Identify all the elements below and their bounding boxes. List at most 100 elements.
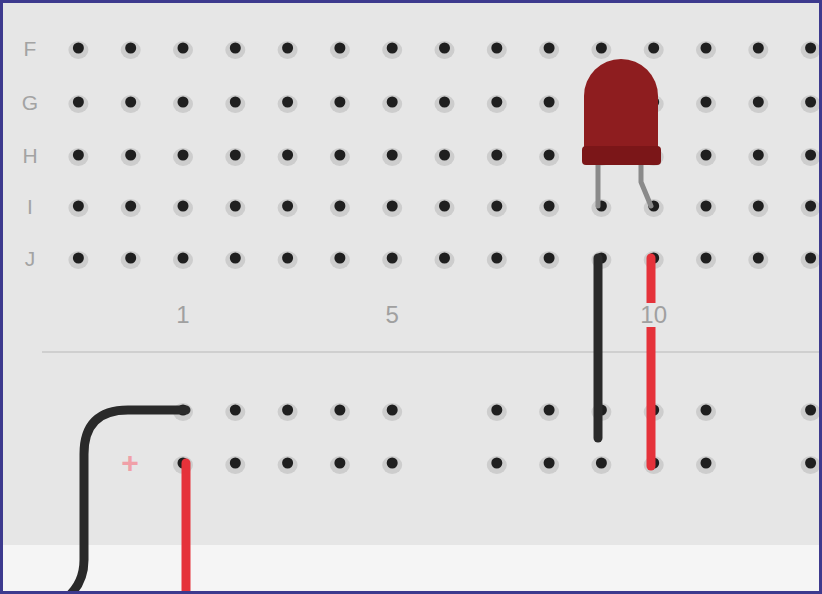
hole-shadow (330, 148, 350, 166)
hole-dot (648, 43, 659, 54)
hole-shadow (748, 95, 768, 113)
hole-shadow (68, 148, 88, 166)
row-letter: G (22, 92, 38, 113)
hole-shadow (68, 199, 88, 217)
hole-shadow (696, 199, 716, 217)
hole (278, 403, 298, 421)
hole-dot (230, 458, 241, 469)
hole-shadow (435, 251, 455, 269)
hole-dot (701, 97, 712, 108)
hole-shadow (225, 199, 245, 217)
hole-dot (544, 97, 555, 108)
hole-shadow (330, 251, 350, 269)
led-leg (596, 163, 601, 206)
hole-shadow (591, 41, 611, 59)
hole-dot (282, 201, 293, 212)
hole-dot (491, 97, 502, 108)
hole-dot (282, 43, 293, 54)
red-wire (182, 463, 191, 594)
hole-dot (544, 201, 555, 212)
hole-shadow (121, 41, 141, 59)
hole (801, 148, 821, 166)
hole (382, 456, 402, 474)
hole-shadow (435, 95, 455, 113)
hole-dot (282, 458, 293, 469)
hole-shadow (173, 199, 193, 217)
hole-dot (282, 150, 293, 161)
hole-shadow (696, 251, 716, 269)
hole (801, 251, 821, 269)
hole-shadow (225, 95, 245, 113)
column-number: 10 (638, 303, 669, 327)
hole-shadow (539, 41, 559, 59)
hole-dot (125, 201, 136, 212)
hole (487, 403, 507, 421)
hole-shadow (330, 95, 350, 113)
hole (68, 199, 88, 217)
hole-dot (230, 253, 241, 264)
hole-shadow (435, 41, 455, 59)
hole (591, 456, 611, 474)
hole (591, 41, 611, 59)
hole (173, 41, 193, 59)
hole-dot (387, 150, 398, 161)
hole (539, 251, 559, 269)
hole (225, 251, 245, 269)
hole-shadow (225, 41, 245, 59)
hole-shadow (121, 199, 141, 217)
hole (748, 41, 768, 59)
hole (435, 41, 455, 59)
hole (591, 199, 611, 217)
hole (696, 456, 716, 474)
hole-shadow (225, 456, 245, 474)
hole-dot (282, 97, 293, 108)
hole (121, 199, 141, 217)
rail-polarity-sign: + (121, 448, 139, 478)
hole (382, 95, 402, 113)
hole-dot (439, 97, 450, 108)
hole-dot (491, 43, 502, 54)
hole-dot (491, 458, 502, 469)
hole-dot (387, 201, 398, 212)
hole (539, 41, 559, 59)
hole-shadow (539, 403, 559, 421)
hole-shadow (539, 456, 559, 474)
hole-dot (230, 97, 241, 108)
row-letter: I (27, 196, 33, 217)
hole (121, 95, 141, 113)
red-wire (647, 258, 656, 466)
black-wire (64, 410, 186, 594)
hole-dot (282, 405, 293, 416)
hole (330, 456, 350, 474)
hole-dot (230, 201, 241, 212)
hole-dot (387, 43, 398, 54)
hole-shadow (278, 148, 298, 166)
hole-dot (334, 43, 345, 54)
hole-dot (753, 201, 764, 212)
hole-dot (544, 43, 555, 54)
hole (382, 403, 402, 421)
hole-shadow (487, 251, 507, 269)
hole-shadow (278, 456, 298, 474)
hole-shadow (173, 148, 193, 166)
hole-dot (753, 150, 764, 161)
hole (487, 41, 507, 59)
hole-dot (282, 253, 293, 264)
hole-dot (596, 43, 607, 54)
led-symbol (582, 59, 661, 206)
hole-dot (753, 97, 764, 108)
hole-shadow (121, 95, 141, 113)
hole (330, 41, 350, 59)
hole-shadow (487, 456, 507, 474)
hole (801, 95, 821, 113)
hole-shadow (748, 41, 768, 59)
divider-line (42, 351, 822, 353)
hole-shadow (382, 148, 402, 166)
hole-dot (387, 97, 398, 108)
hole-dot (178, 253, 189, 264)
hole (539, 95, 559, 113)
hole-shadow (801, 251, 821, 269)
hole (801, 41, 821, 59)
